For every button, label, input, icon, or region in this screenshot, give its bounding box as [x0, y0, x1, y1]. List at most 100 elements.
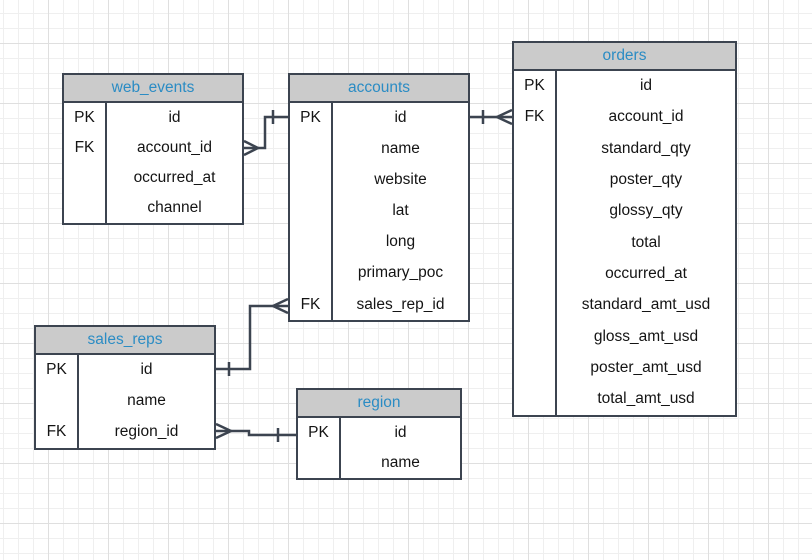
key-label — [298, 447, 341, 478]
table-row: PK id — [64, 102, 242, 133]
key-label — [514, 352, 557, 384]
key-label — [290, 226, 333, 258]
connector-accounts-orders — [470, 108, 513, 126]
connector-webevents-accounts — [243, 110, 288, 157]
entity-body: PK id FK account_id standard_qty poster_… — [514, 70, 735, 416]
field-label: poster_amt_usd — [590, 358, 702, 376]
entity-title: web_events — [64, 75, 242, 103]
field-label: website — [374, 171, 427, 189]
key-label — [514, 195, 557, 228]
table-row: poster_qty — [514, 164, 735, 196]
table-row: total — [514, 227, 735, 259]
entity-body: PK id FK account_id occurred_at channel — [64, 102, 242, 223]
field-label: occurred_at — [133, 168, 216, 186]
key-label: FK — [290, 288, 333, 321]
key-label: FK — [64, 132, 107, 163]
crow-foot-many-icon — [494, 108, 513, 126]
table-row: name — [36, 385, 214, 417]
table-row: primary_poc — [290, 257, 468, 289]
field-label: standard_amt_usd — [581, 296, 711, 314]
field-label: lat — [392, 202, 409, 220]
key-label — [514, 227, 557, 259]
field-label: account_id — [137, 138, 212, 156]
table-row: occurred_at — [514, 258, 735, 290]
entity-title: region — [298, 390, 460, 418]
key-label — [36, 385, 79, 417]
entity-orders: orders PK id FK account_id standard_qty … — [512, 41, 737, 417]
entity-region: region PK id name — [296, 388, 462, 480]
table-row: PK id — [514, 70, 735, 102]
field-label: id — [394, 109, 407, 127]
field-label: standard_qty — [601, 139, 691, 157]
key-label — [514, 258, 557, 290]
key-label — [290, 133, 333, 165]
key-label — [290, 257, 333, 289]
key-label — [514, 164, 557, 196]
key-label: PK — [36, 354, 79, 386]
table-row: PK id — [36, 354, 214, 386]
table-row: website — [290, 164, 468, 196]
key-label: PK — [290, 102, 333, 134]
crow-foot-many-icon — [215, 422, 234, 440]
table-row: occurred_at — [64, 162, 242, 193]
key-label — [514, 289, 557, 321]
entity-body: PK id name FK region_id — [36, 354, 214, 449]
field-label: gloss_amt_usd — [593, 327, 699, 345]
table-row: total_amt_usd — [514, 383, 735, 415]
table-row: FK account_id — [64, 132, 242, 163]
table-row: long — [290, 226, 468, 258]
connector-line — [216, 304, 288, 371]
field-label: id — [140, 361, 153, 379]
field-label: total_amt_usd — [597, 390, 695, 408]
field-label: name — [381, 453, 420, 471]
field-label: long — [385, 233, 416, 251]
field-label: poster_qty — [609, 171, 683, 189]
key-label: FK — [514, 101, 557, 134]
table-row: poster_amt_usd — [514, 352, 735, 384]
entity-body: PK id name — [298, 417, 460, 478]
table-row: standard_amt_usd — [514, 289, 735, 321]
entity-accounts: accounts PK id name website lat long pri… — [288, 73, 470, 322]
entity-body: PK id name website lat long primary_poc … — [290, 102, 468, 321]
connector-line — [244, 115, 288, 150]
table-row: glossy_qty — [514, 195, 735, 228]
table-row: FK region_id — [36, 416, 214, 449]
key-label — [64, 162, 107, 193]
table-row: PK id — [298, 417, 460, 448]
field-label: name — [381, 140, 420, 158]
field-label: account_id — [608, 108, 684, 126]
field-label: glossy_qty — [609, 202, 683, 220]
field-label: region_id — [114, 423, 179, 441]
entity-title: sales_reps — [36, 327, 214, 355]
table-row: lat — [290, 195, 468, 227]
crow-foot-many-icon — [243, 139, 261, 157]
entity-title: orders — [514, 43, 735, 71]
field-label: id — [639, 77, 653, 95]
key-label — [290, 195, 333, 227]
key-label — [290, 164, 333, 196]
table-row: FK account_id — [514, 101, 735, 134]
table-row: PK id — [290, 102, 468, 134]
table-row: FK sales_rep_id — [290, 288, 468, 321]
key-label: PK — [64, 102, 107, 133]
connector-salesreps-region — [215, 422, 296, 442]
field-label: total — [631, 233, 661, 251]
table-row: name — [290, 133, 468, 165]
key-label: FK — [36, 416, 79, 449]
key-label: PK — [298, 417, 341, 448]
entity-sales-reps: sales_reps PK id name FK region_id — [34, 325, 216, 450]
key-label: PK — [514, 70, 557, 102]
key-label — [514, 321, 557, 353]
field-label: primary_poc — [357, 264, 444, 282]
entity-web-events: web_events PK id FK account_id occurred_… — [62, 73, 244, 225]
key-label — [514, 383, 557, 415]
field-label: id — [168, 108, 181, 126]
table-row: name — [298, 447, 460, 478]
table-row: standard_qty — [514, 133, 735, 165]
field-label: sales_rep_id — [356, 295, 445, 313]
entity-title: accounts — [290, 75, 468, 103]
field-label: name — [127, 392, 166, 410]
field-label: occurred_at — [605, 265, 687, 283]
